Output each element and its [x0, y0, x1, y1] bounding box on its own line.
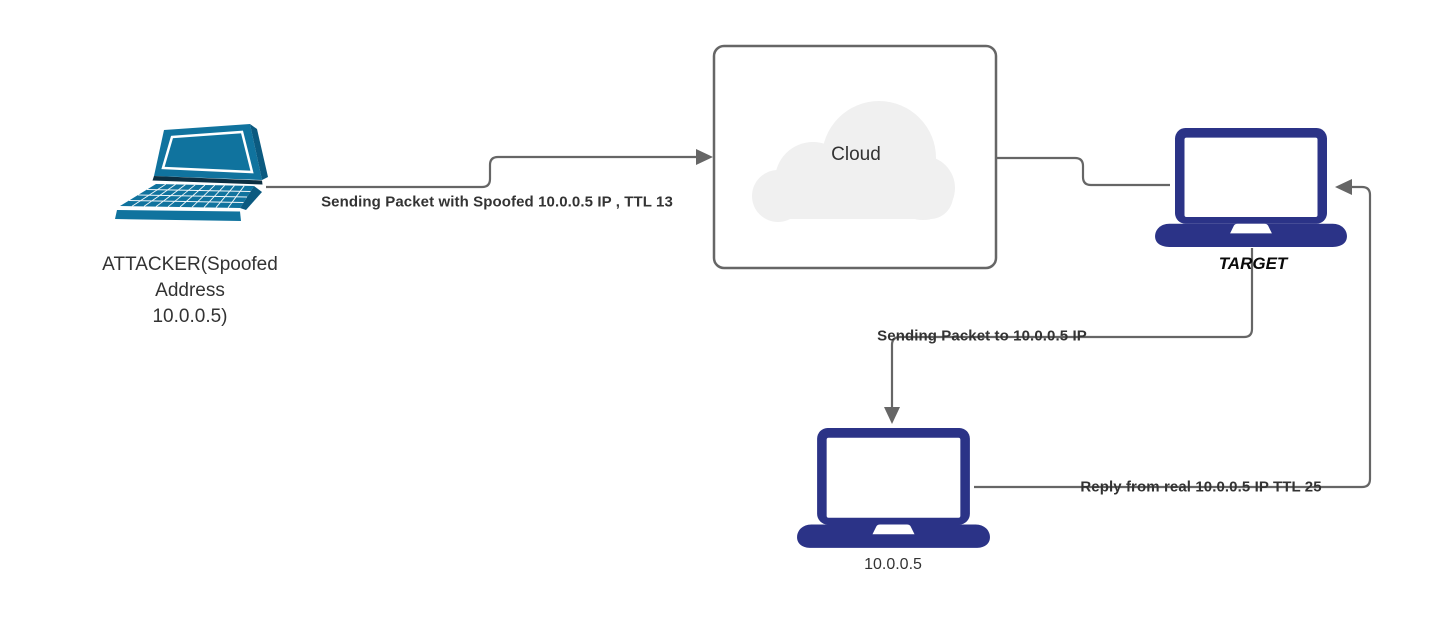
- cloud-node-label: Cloud: [831, 144, 881, 165]
- arrowhead-left-icon: [1335, 179, 1352, 195]
- edge-host-to-target: [974, 179, 1372, 489]
- host-laptop-icon: [797, 428, 990, 548]
- arrowhead-right-icon: [696, 149, 713, 165]
- host-node-label: 10.0.0.5: [864, 556, 922, 573]
- cloud-icon: [752, 101, 955, 222]
- target-laptop-icon: [1155, 128, 1347, 247]
- edge-target-to-host: [884, 248, 1254, 424]
- edge-attacker-to-cloud: [266, 149, 713, 189]
- attacker-laptop-icon: [115, 124, 268, 221]
- edge-cloud-to-target: [997, 156, 1170, 187]
- edge-label-attacker-to-cloud: Sending Packet with Spoofed 10.0.0.5 IP …: [321, 193, 673, 211]
- attacker-node-label: ATTACKER(Spoofed Address 10.0.0.5): [102, 254, 278, 327]
- target-node-label: TARGET: [1218, 254, 1288, 273]
- edge-label-target-to-host: Sending Packet to 10.0.0.5 IP: [877, 327, 1087, 345]
- arrowhead-down-icon: [884, 407, 900, 424]
- edge-label-host-to-target: Reply from real 10.0.0.5 IP TTL 25: [1080, 478, 1322, 496]
